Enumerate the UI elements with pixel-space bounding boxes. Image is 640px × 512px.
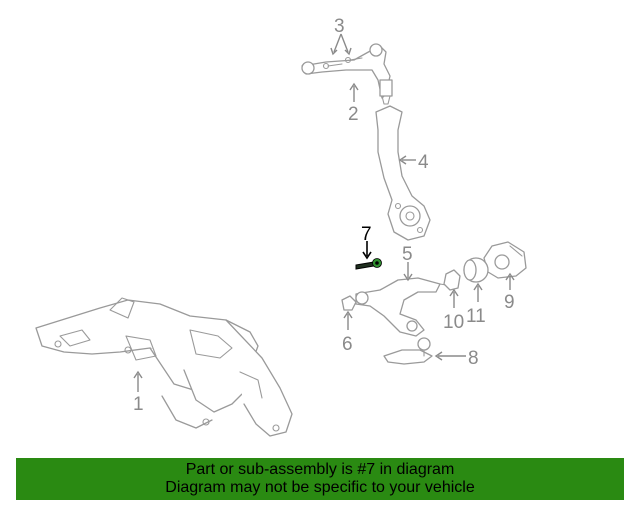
part-4-steering-knuckle: [375, 105, 431, 241]
callout-4: 4: [418, 152, 429, 173]
callout-6: 6: [342, 334, 353, 355]
part-10-nut: [443, 269, 461, 291]
part-7-bolt-highlighted: [355, 258, 382, 270]
info-banner: Part or sub-assembly is #7 in diagram Di…: [16, 458, 624, 500]
callout-5: 5: [402, 244, 413, 265]
part-8-ball-joint: [383, 337, 433, 365]
banner-line-2: Diagram may not be specific to your vehi…: [165, 479, 475, 496]
part-2-upper-control-arm: [301, 43, 393, 105]
callout-10: 10: [443, 312, 464, 333]
part-11-bushing: [463, 257, 489, 283]
callout-1: 1: [133, 394, 144, 415]
part-6-bushing: [341, 295, 357, 311]
part-3-bolts: [322, 56, 363, 70]
banner-line-1: Part or sub-assembly is #7 in diagram: [185, 461, 455, 478]
callout-11: 11: [466, 306, 486, 327]
part-5-lower-control-arm: [355, 277, 453, 337]
callout-3: 3: [334, 16, 345, 37]
part-1-crossmember: [35, 297, 293, 437]
part-9-bushing-bracket: [483, 241, 527, 279]
suspension-parts-diagram: 1 2 3 4 5 6 7 8 9 10 11: [35, 16, 527, 437]
leader-lines: [133, 33, 515, 392]
callout-9: 9: [504, 292, 515, 313]
callout-2: 2: [348, 104, 359, 125]
callout-7: 7: [361, 224, 372, 245]
callout-8: 8: [468, 348, 479, 369]
